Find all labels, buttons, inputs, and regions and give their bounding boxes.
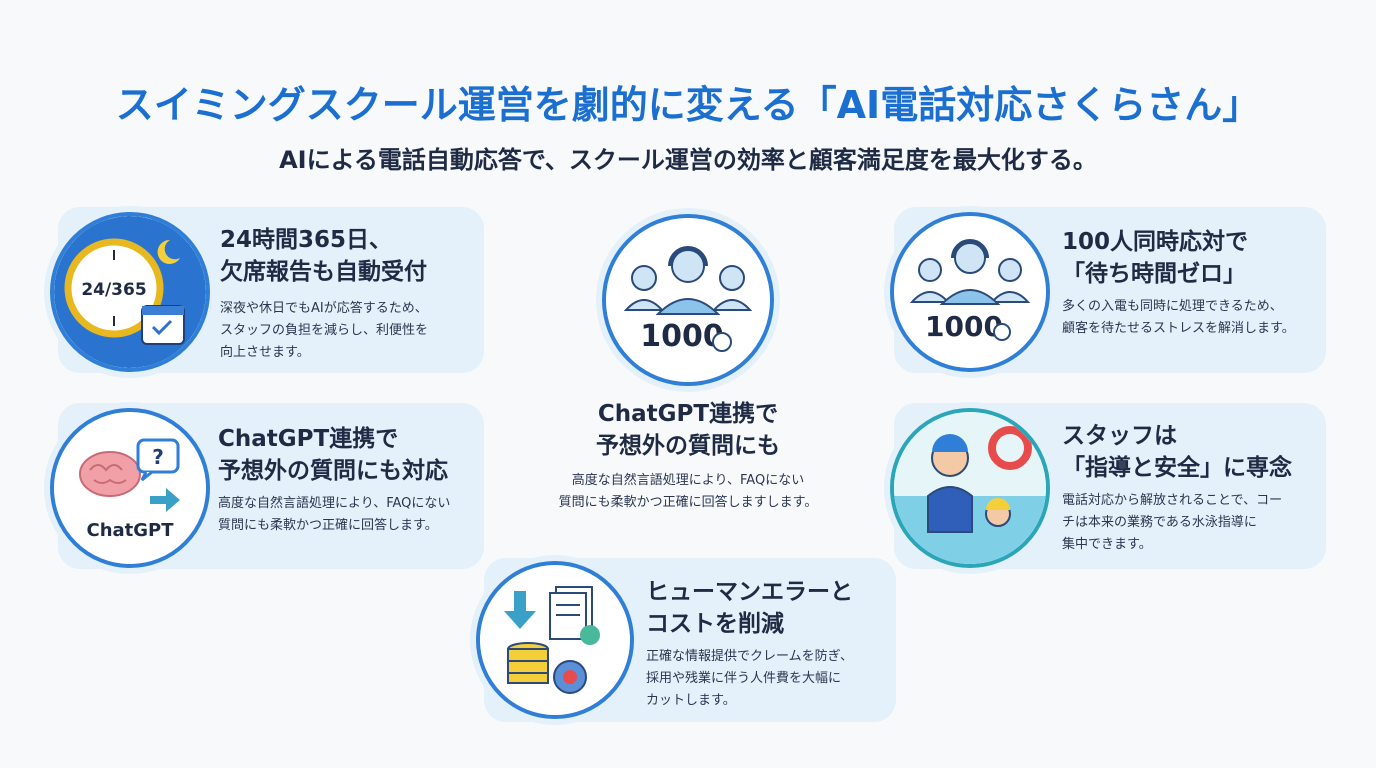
coins-documents-icon: [476, 561, 634, 719]
card-staff-title: スタッフは 「指導と安全」に専念: [1062, 423, 1292, 481]
swimming-coach-icon: [890, 408, 1050, 568]
card-cost-title: ヒューマンエラーと コストを削減: [646, 579, 853, 637]
card-staff-body: 電話対応から解放されることで、コー チは本来の業務である水泳指導に 集中できます…: [1062, 493, 1283, 552]
card-center-body: 高度な自然言語処理により、FAQにない 質問にも柔軟かつ正確に回答しますします。: [558, 473, 818, 510]
operators-headset-icon: 1000: [890, 212, 1050, 372]
card-chatgpt-title: ChatGPT連携で 予想外の質問にも対応: [218, 426, 448, 484]
card-concurrent-title: 100人同時応対で 「待ち時間ゼロ」: [1062, 229, 1249, 287]
chatgpt-icon-label: ChatGPT: [86, 520, 174, 541]
card-center-title: ChatGPT連携で 予想外の質問にも: [596, 401, 780, 459]
card-allday-body: 深夜や休日でもAIが応答するため、 スタッフの負担を減らし、利便性を 向上させま…: [220, 301, 429, 360]
concurrent-icon-label: 1000: [925, 310, 1003, 343]
page-subtitle: AIによる電話自動応答で、スクール運営の効率と顧客満足度を最大化する。: [279, 146, 1097, 174]
center-icon-label: 1000: [640, 319, 724, 354]
card-concurrent-body: 多くの入電も同時に処理できるため、 顧客を待たせるストレスを解消します。: [1062, 299, 1295, 336]
card-chatgpt-body: 高度な自然言語処理により、FAQにない 質問にも柔軟かつ正確に回答します。: [218, 496, 451, 533]
operators-headset-icon: 1000: [602, 214, 774, 386]
page-title: スイミングスクール運営を劇的に変える「AI電話対応さくらさん」: [115, 83, 1261, 127]
brain-question-icon: ? ChatGPT: [50, 408, 210, 568]
allday-icon-label: 24/365: [81, 280, 146, 300]
clock-calendar-icon: 24/365: [50, 212, 210, 372]
card-cost-body: 正確な情報提供でクレームを防ぎ、 採用や残業に伴う人件費を大幅に カットします。: [646, 649, 853, 708]
card-allday-title: 24時間365日、 欠席報告も自動受付: [220, 227, 427, 285]
svg-text:?: ?: [152, 445, 164, 469]
